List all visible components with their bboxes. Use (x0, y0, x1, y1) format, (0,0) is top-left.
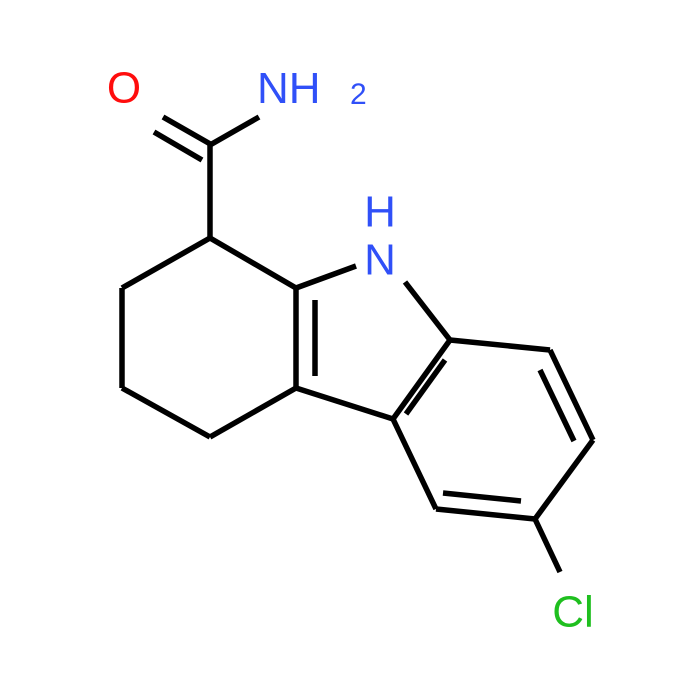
bond-c7-c6 (532, 438, 596, 521)
bond-c6-c5-inner (442, 490, 522, 504)
bond-c8-c7 (547, 348, 596, 442)
amide-nitrogen-label: NH (257, 64, 321, 113)
oxygen-label: O (107, 64, 141, 113)
bond-carbonyl-o-2 (152, 129, 204, 163)
bond-carbonyl-n (208, 114, 261, 148)
bond-c9a-n9 (295, 263, 357, 291)
bond-c8a-c4b-inner (403, 358, 448, 416)
bond-c8-c7-inner (537, 368, 577, 443)
bond-layer (119, 114, 596, 574)
amide-nitrogen-subscript: 2 (350, 78, 367, 111)
bond-c6-c5 (435, 506, 536, 522)
bond-c4-c4a (208, 385, 298, 440)
bond-c8a-c4b (390, 338, 453, 421)
ring-nitrogen-hydrogen-label: H (364, 188, 396, 237)
bond-c4a-c4b (295, 385, 394, 422)
bond-c8a-c8 (449, 337, 551, 353)
bond-c5-c4b (390, 417, 439, 511)
ring-nitrogen-label: N (364, 236, 396, 285)
bond-carbonyl-o-1 (161, 114, 214, 148)
bond-c6-cl (532, 517, 563, 574)
bond-c3-c4 (120, 385, 212, 440)
bond-c1-c2 (120, 235, 212, 291)
amide-nitrogen-symbol: NH (257, 64, 321, 113)
atom-label-layer: O NH 2 H N Cl (107, 64, 594, 637)
bond-c1-c9a (208, 235, 298, 291)
bond-n9-c8a (402, 280, 453, 342)
chlorine-label: Cl (552, 588, 594, 637)
